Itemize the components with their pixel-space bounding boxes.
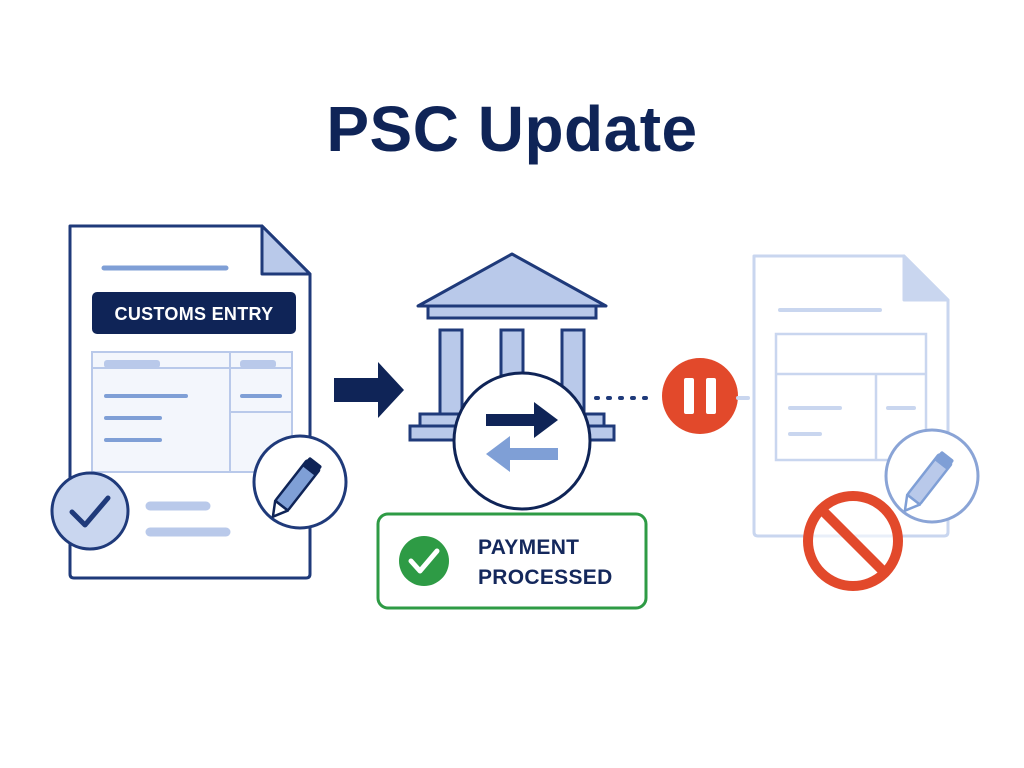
pencil-icon[interactable] xyxy=(252,434,348,530)
pencil-icon-disabled xyxy=(884,428,980,524)
customs-entry-badge xyxy=(92,292,296,334)
customs-entry-label: CUSTOMS ENTRY xyxy=(115,304,274,324)
arrow-right-icon xyxy=(334,362,404,418)
payment-status-line1: PAYMENT xyxy=(478,536,579,559)
prohibited-icon xyxy=(803,491,903,591)
payment-check-icon xyxy=(399,536,449,586)
page-title: PSC Update xyxy=(326,93,698,165)
customs-form-table xyxy=(91,351,293,473)
payment-status-line2: PROCESSED xyxy=(478,566,613,589)
check-circle-icon xyxy=(50,471,130,551)
pause-icon[interactable] xyxy=(662,358,738,434)
payment-processed-badge: PAYMENT PROCESSED xyxy=(376,512,648,610)
transfer-arrows-icon xyxy=(452,371,592,511)
customs-entry-document: CUSTOMS ENTRY xyxy=(68,224,312,580)
